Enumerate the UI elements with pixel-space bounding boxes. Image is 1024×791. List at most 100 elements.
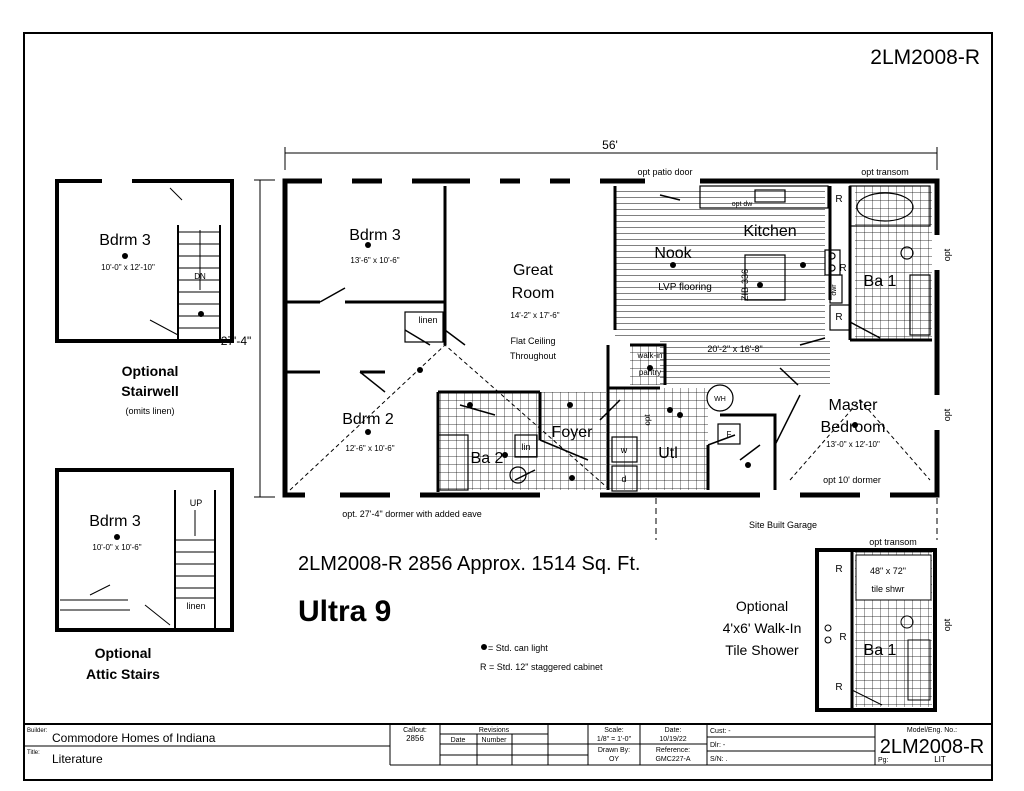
kitchen-size: 20'-2" x 16'-8" [707,344,762,354]
f-label: F [727,430,732,439]
ba2-tile [438,392,538,490]
foyer-label: Foyer [552,424,594,441]
optional-tile-shower: opt transom 48" x 72" tile shwr Ba 1 opt… [723,537,952,712]
kitchen-fixtures [404,185,931,492]
attic-bdrm-label: Bdrm 3 [89,513,141,530]
utl-label: Utl [658,445,678,462]
windows [305,178,940,498]
tb-date-col: Date [451,737,466,744]
tb-pg: LIT [934,755,946,764]
model-code-top: 2LM2008-R [870,46,980,69]
dwr-label: dwr [831,284,838,296]
opt-dw-label: opt dw [732,201,754,208]
wh-label: WH [714,396,726,403]
master-label-1: Master [829,397,879,414]
shower-transom: opt transom [869,537,917,547]
tb-date-label: Date: [665,727,682,734]
bdrm2-size: 12'-6" x 10'-6" [345,444,394,453]
d-label: d [621,474,626,484]
shower-size: 48" x 72" [870,566,906,576]
tb-drawn: OY [609,756,619,763]
zib-label: ZIB-336 [740,269,750,301]
optional-attic-stairs: Bdrm 3 10'-0" x 10'-6" UP linen Optional… [55,468,234,682]
opt-dormer-27: opt. 27'-4" dormer with added eave [342,509,482,519]
bdrm3-size: 13'-6" x 10'-6" [350,256,399,265]
shower-r-2: R [839,632,846,643]
tb-revisions: Revisions [479,727,510,734]
attic-title-2: Attic Stairs [86,666,160,682]
plan-headline: 2LM2008-R 2856 Approx. 1514 Sq. Ft. [298,553,640,575]
tb-sn: S/N: . [710,756,728,763]
great-room-size: 14'-2" x 17'-6" [510,311,559,320]
tb-number-col: Number [482,737,508,744]
shower-title-1: Optional [736,598,788,614]
shower-tile: tile shwr [871,584,904,594]
foyer-tile [538,392,606,490]
tb-builder: Commodore Homes of Indiana [52,731,216,745]
tb-scale-label: Scale: [604,727,624,734]
opt-window-2: opt [942,408,952,421]
great-room-label-2: Room [512,285,555,302]
lin-label: lin [521,442,530,452]
attic-bdrm-size: 10'-0" x 10'-6" [92,543,141,552]
tb-model: 2LM2008-R [880,736,985,758]
attic-title-1: Optional [95,645,152,661]
ba1-tile [855,186,932,341]
dormer-lines [289,344,931,491]
garage-lines [655,498,938,540]
master-label-2: Bedroom [821,419,886,436]
walkin-label-2: pantry [639,368,661,377]
can-light-legend-dot [481,644,487,650]
opt-window-1: opt [942,248,952,261]
legend-can-light: = Std. can light [488,643,548,653]
bdrm3-label: Bdrm 3 [349,227,401,244]
stairwell-bdrm-size: 10'-0" x 12'-10" [101,263,155,272]
tb-drawn-label: Drawn By: [598,747,630,754]
great-room-label-1: Great [513,262,554,279]
nook-label: Nook [654,245,692,262]
tb-callout: 2856 [406,734,424,743]
title-block [23,723,993,781]
site-garage: Site Built Garage [749,520,817,530]
tb-title: Literature [52,752,103,766]
tb-scale: 1/8" = 1'-0" [597,736,632,743]
tb-model-label: Model/Eng. No.: [907,727,957,734]
main-floor-plan: 56' 27'-4" [221,138,952,540]
opt-dormer-10: opt 10' dormer [823,475,881,485]
stairwell-subtitle: (omits linen) [125,406,174,416]
tb-ref: GMC227-A [655,756,690,763]
tb-ref-label: Reference: [656,747,690,754]
tb-pg-label: Pg: [878,757,889,764]
shower-title-2: 4'x6' Walk-In [723,620,802,636]
opt-transom: opt transom [861,167,909,177]
flat-ceiling-2: Throughout [510,351,557,361]
can-lights [365,242,858,481]
width-dimension: 56' [284,138,938,170]
shower-title-3: Tile Shower [725,642,799,658]
lvp-floor [615,186,825,336]
cabinet-r-2: R [839,263,846,274]
ba1-label: Ba 1 [864,273,897,290]
stairwell-dn-label: DN [194,272,206,281]
stairwell-title-2: Stairwell [121,383,179,399]
shower-r-3: R [835,682,842,693]
lvp-label: LVP flooring [658,282,712,293]
walkin-label-1: walk-in [637,351,663,360]
shower-r-1: R [835,564,842,575]
tb-cust: Cust: - [710,728,731,735]
shower-ba1: Ba 1 [864,642,897,659]
legend-cabinet: R = Std. 12" staggered cabinet [480,662,603,672]
shower-opt: opt [942,618,952,631]
flat-ceiling-1: Flat Ceiling [510,336,555,346]
exterior-wall [282,178,940,498]
optional-stairwell: Bdrm 3 10'-0" x 12'-10" DN Optional Stai… [55,179,234,416]
depth-label: 27'-4" [221,334,252,348]
master-size: 13'-0" x 12'-10" [826,440,880,449]
bdrm2-label: Bdrm 2 [342,411,394,428]
tb-date: 10/19/22 [659,736,686,743]
tb-dlr: Dlr: - [710,742,726,749]
depth-dimension: 27'-4" [221,179,275,498]
cabinet-r-3: R [835,312,842,323]
stairwell-title-1: Optional [122,363,179,379]
